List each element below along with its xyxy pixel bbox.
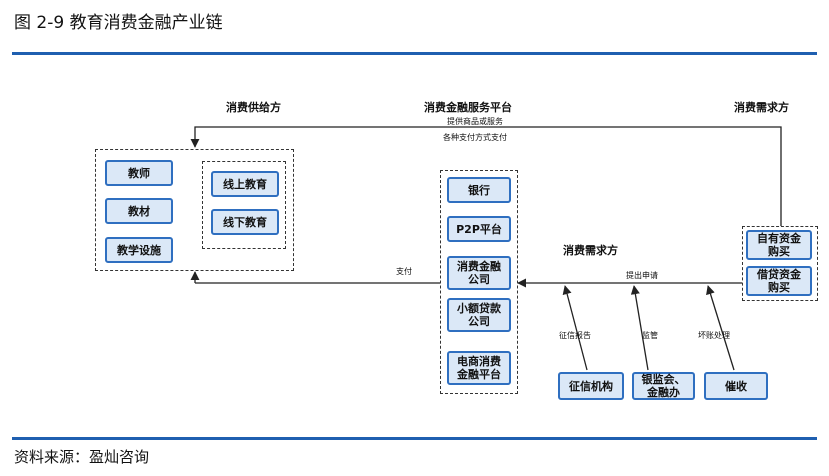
demand-group bbox=[742, 226, 818, 301]
figure-title: 图 2-9 教育消费金融产业链 bbox=[14, 13, 223, 33]
offline-education: 线下教育 bbox=[211, 209, 279, 235]
platform-consumer-finance: 消费金融 公司 bbox=[447, 256, 511, 290]
collection: 催收 bbox=[704, 372, 768, 400]
bad-debt-arrow bbox=[706, 285, 735, 371]
apply-label: 提出申请 bbox=[626, 271, 658, 280]
bottom-rule bbox=[12, 437, 817, 440]
provide-goods-label: 提供商品或服务 bbox=[447, 117, 503, 126]
supply-item-textbook: 教材 bbox=[105, 198, 173, 224]
supply-item-teacher: 教师 bbox=[105, 160, 173, 186]
platform-microloan: 小额贷款 公司 bbox=[447, 298, 511, 332]
online-education: 线上教育 bbox=[211, 171, 279, 197]
platform-group bbox=[440, 170, 518, 394]
pay-label: 支付 bbox=[396, 267, 412, 276]
platform-header: 消费金融服务平台 bbox=[424, 101, 512, 114]
payment-methods-label: 各种支付方式支付 bbox=[443, 133, 507, 142]
demand-mid-header: 消费需求方 bbox=[563, 244, 618, 257]
education-group bbox=[202, 161, 286, 249]
demand-header: 消费需求方 bbox=[734, 101, 789, 114]
regulator: 银监会、 金融办 bbox=[632, 372, 695, 400]
supply-item-facilities: 教学设施 bbox=[105, 237, 173, 263]
demand-loan-funds: 借贷资金 购买 bbox=[746, 266, 812, 296]
bad-debt-label: 坏账处理 bbox=[698, 331, 730, 340]
platform-bank: 银行 bbox=[447, 177, 511, 203]
supply-header: 消费供给方 bbox=[226, 101, 281, 114]
credit-bureau: 征信机构 bbox=[558, 372, 624, 400]
provide-goods-arrow bbox=[190, 126, 782, 226]
credit-arrow bbox=[562, 285, 588, 371]
platform-p2p: P2P平台 bbox=[447, 216, 511, 242]
demand-own-funds: 自有资金 购买 bbox=[746, 230, 812, 260]
top-rule bbox=[12, 52, 817, 55]
supply-group bbox=[95, 149, 294, 271]
credit-report-label: 征信报告 bbox=[559, 331, 591, 340]
supervision-label: 监管 bbox=[642, 331, 658, 340]
supervision-arrow bbox=[630, 285, 649, 371]
source-note: 资料来源：盈灿咨询 bbox=[14, 448, 150, 466]
platform-ecommerce: 电商消费 金融平台 bbox=[447, 351, 511, 385]
